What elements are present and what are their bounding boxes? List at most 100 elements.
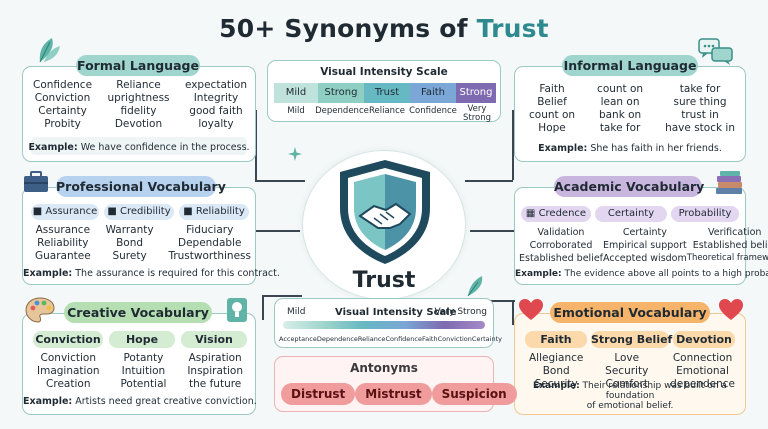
pill-reliability: ■ Reliability — [179, 204, 249, 220]
visual-intensity-scale-bottom: Mild Visual Intensity Scale Very Strong … — [274, 298, 502, 348]
word: Integrity — [193, 92, 239, 104]
leaf-icon — [34, 36, 64, 68]
example-label: Example: — [28, 142, 78, 153]
word: Established belief — [692, 240, 768, 251]
scale-label: Dependence — [316, 335, 358, 343]
example-label: Example: — [515, 269, 562, 279]
pill-label: Certainty — [607, 208, 655, 219]
pill-faith: Faith — [525, 331, 587, 348]
pill-label: Credence — [538, 208, 587, 219]
word: Allegiance — [529, 352, 584, 364]
scale-label: Confidence — [385, 335, 422, 343]
word: count on — [529, 109, 576, 121]
pill-credibility: ■ Credibility — [104, 204, 174, 220]
word: Validation — [537, 227, 585, 238]
word: sure thing — [673, 96, 727, 108]
palette-icon — [24, 296, 56, 328]
word: Surety — [112, 250, 147, 262]
scale-seg-5: Strong — [456, 83, 496, 103]
word: take for — [679, 83, 721, 95]
creative-example: Example: Artists need great creative con… — [23, 396, 257, 407]
pill-label: Assurance — [45, 206, 98, 217]
word: count on — [597, 83, 644, 95]
pill-label: Hope — [125, 333, 159, 346]
word: bank on — [598, 109, 642, 121]
shield-handshake-icon — [330, 156, 440, 272]
word: Love — [614, 352, 640, 364]
pill-vision: Vision — [181, 331, 247, 348]
word: lean on — [600, 96, 640, 108]
pill-certainty: Certainty — [595, 206, 667, 222]
word: Comfort — [605, 378, 648, 390]
antonym-mistrust: Mistrust — [355, 383, 432, 405]
word: Faith — [539, 83, 565, 95]
scale-label: Conviction — [437, 335, 472, 343]
word: fidelity — [120, 105, 157, 117]
word: Hope — [538, 122, 566, 134]
scale-label: Acceptance — [279, 335, 317, 343]
word: trust in — [681, 109, 719, 121]
professional-vocabulary-header: Professional Vocabulary — [56, 176, 226, 197]
scale-bar — [283, 321, 485, 329]
word: expectation — [184, 79, 247, 91]
connector-line — [255, 180, 305, 182]
scale-seg-1: Mild — [274, 83, 318, 103]
informal-language-header: Informal Language — [562, 55, 698, 76]
example-text: Artists need great creative conviction. — [72, 396, 257, 407]
example-label: Example: — [533, 381, 580, 391]
academic-example: Example: The evidence above all points t… — [515, 269, 768, 279]
word: Warranty — [105, 224, 154, 236]
word: uprightness — [107, 92, 170, 104]
example-text: She has faith in her friends. — [587, 143, 722, 154]
example-label: Example: — [23, 268, 73, 279]
example-text: The evidence above all points to a high … — [564, 269, 768, 279]
word: Established belief — [519, 253, 604, 264]
word: Inspiration — [187, 365, 243, 377]
scale-label: Reliance — [369, 106, 405, 116]
pill-hope: Hope — [109, 331, 175, 348]
briefcase-mini-icon: ■ — [107, 206, 120, 217]
word: have stock in — [665, 122, 735, 134]
professional-vocabulary-card: ■ Assurance ■ Credibility ■ Reliability … — [22, 187, 280, 285]
example-text: Their relationship was built on a founda… — [579, 381, 727, 401]
scale-left: Mild — [287, 307, 306, 317]
word: Dependable — [177, 237, 242, 249]
chat-bubbles-icon — [698, 38, 734, 70]
word: Probity — [44, 118, 81, 130]
word: Potential — [120, 378, 167, 390]
center-word: Trust — [352, 268, 416, 293]
leaf-icon — [464, 274, 488, 302]
pill-label: Vision — [195, 333, 233, 346]
word: Verification — [708, 227, 762, 238]
word: Conviction — [34, 92, 91, 104]
word: Belief — [537, 96, 567, 108]
word: Fiduciary — [186, 224, 234, 236]
page-title: 50+ Synonyms of Trust — [0, 14, 768, 43]
word: take for — [599, 122, 641, 134]
word: Security — [605, 365, 649, 377]
word: Certainty — [38, 105, 87, 117]
word: Reliability — [37, 237, 89, 249]
sparkle-icon — [288, 146, 302, 165]
word: Theoretical framework — [686, 253, 768, 263]
formal-example: Example: We have confidence in the proce… — [23, 142, 255, 153]
word: good faith — [189, 105, 243, 117]
briefcase-mini-icon: ■ — [183, 206, 196, 217]
pill-devotion: Devotion — [673, 331, 735, 348]
scale-right: Very Strong — [434, 307, 487, 317]
word: loyalty — [198, 118, 234, 130]
word: Security — [534, 378, 578, 390]
word: Trustworthiness — [168, 250, 251, 262]
antonyms-title: Antonyms — [350, 361, 418, 375]
scale-label: Dependence — [315, 106, 369, 116]
